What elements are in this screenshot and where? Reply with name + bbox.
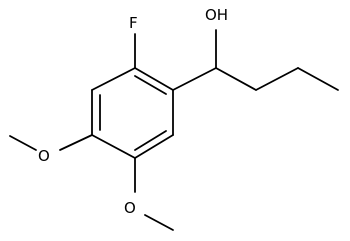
bond-o-bottom-methyl (144, 214, 174, 231)
hydroxyl-atom-label: OH (205, 6, 228, 24)
bond-ring-o-left (59, 134, 93, 151)
ring-bond-c2-c3 (91, 67, 136, 91)
bond-chain-1 (215, 67, 257, 91)
ring-double-bond-c1-c2 (134, 75, 167, 95)
bond-chain-2 (255, 67, 299, 91)
bond-o-left-methyl (9, 135, 37, 151)
ring-bond-c5-c6 (134, 134, 174, 159)
methoxy-bottom-oxygen-label: O (124, 199, 136, 217)
ring-bond-c4-c5 (91, 134, 136, 159)
bond-chain-3 (297, 67, 339, 91)
ring-double-bond-c5-c6 (134, 130, 167, 151)
bond-ring-carbinol (172, 67, 217, 91)
benzene-ring (91, 67, 174, 159)
ring-bond-c1-c2 (134, 67, 174, 91)
methoxy-left-oxygen-label: O (38, 147, 50, 165)
fluorine-atom-label: F (129, 14, 138, 32)
